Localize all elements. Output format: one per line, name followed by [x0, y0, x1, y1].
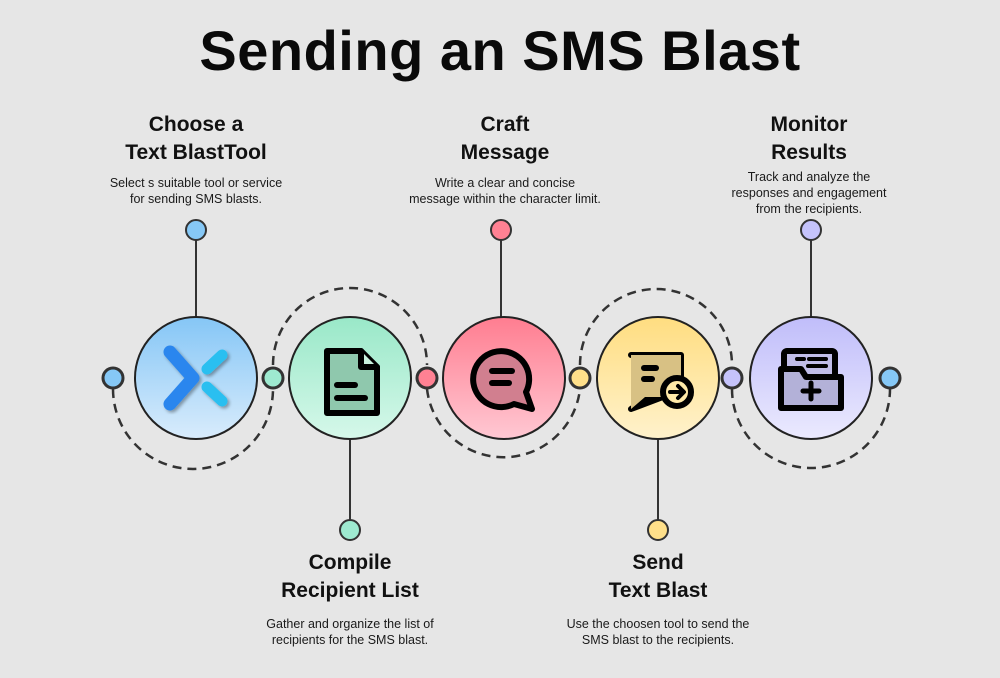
chat-bubble-icon	[470, 348, 535, 412]
connector-arc-3	[425, 388, 582, 459]
step-1-title-line2: Text BlastTool	[125, 141, 267, 164]
connector-dot-3	[415, 366, 439, 390]
step-2-description: Gather and organize the list of recipien…	[220, 616, 480, 648]
step-2-text: Compile Recipient List Gather and organi…	[220, 549, 480, 648]
step-5-title: Monitor Results	[679, 111, 939, 167]
step-5-description: Track and analyze the responses and enga…	[679, 169, 939, 217]
step-4-desc-line2: SMS blast to the recipients.	[581, 633, 735, 647]
step-1-desc-line1: Select s suitable tool or service	[109, 176, 283, 190]
step-5-desc-line3: from the recipients.	[755, 202, 863, 216]
step-3-title-line2: Message	[460, 141, 550, 164]
step-3-title-line1: Craft	[480, 113, 530, 136]
step-1-desc-line2: for sending SMS blasts.	[129, 192, 262, 206]
connector-arc-4	[578, 287, 734, 366]
connector-dot-start	[101, 366, 125, 390]
step-5-text: Monitor Results Track and analyze the re…	[679, 111, 939, 217]
step-1-description: Select s suitable tool or service for se…	[66, 175, 326, 207]
step-4-description: Use the choosen tool to send the SMS bla…	[528, 616, 788, 648]
step-5-title-line2: Results	[771, 141, 847, 164]
leader-dot-2	[339, 519, 361, 541]
step-5-desc-line2: responses and engagement	[731, 186, 887, 200]
step-2-title-line1: Compile	[308, 551, 392, 574]
connector-arc-1	[111, 388, 275, 471]
page-title: Sending an SMS Blast	[199, 19, 801, 82]
step-4-title: Send Text Blast	[528, 549, 788, 605]
step-4-title-line2: Text Blast	[608, 579, 708, 602]
send-message-icon	[628, 352, 694, 412]
step-2-title: Compile Recipient List	[220, 549, 480, 605]
step-3-title: Craft Message	[375, 111, 635, 167]
step-2-title-line2: Recipient List	[281, 579, 419, 602]
connector-dot-2	[261, 366, 285, 390]
connector-dot-4	[568, 366, 592, 390]
document-icon	[324, 348, 380, 416]
step-1-text: Choose a Text BlastTool Select s suitabl…	[66, 111, 326, 207]
step-4-desc-line1: Use the choosen tool to send the	[566, 617, 750, 631]
step-2-desc-line1: Gather and organize the list of	[266, 617, 434, 631]
step-5-desc-line1: Track and analyze the	[747, 170, 871, 184]
step-5-title-line1: Monitor	[770, 113, 848, 136]
step-3-text: Craft Message Write a clear and concise …	[375, 111, 635, 207]
step-4-title-line1: Send	[632, 551, 684, 574]
connector-arc-5	[730, 388, 892, 470]
step-1-title-line1: Choose a	[148, 113, 244, 136]
connector-dot-5	[720, 366, 744, 390]
connector-dot-end	[878, 366, 902, 390]
leader-dot-1	[185, 219, 207, 241]
step-2-desc-line2: recipients for the SMS blast.	[271, 633, 429, 647]
connector-arc-2	[271, 286, 429, 366]
leader-dot-5	[800, 219, 822, 241]
folder-add-icon	[778, 348, 844, 411]
step-3-desc-line2: message within the character limit.	[409, 192, 601, 206]
leader-dot-4	[647, 519, 669, 541]
blast-tool-logo-icon	[163, 345, 228, 411]
step-4-text: Send Text Blast Use the choosen tool to …	[528, 549, 788, 648]
step-3-description: Write a clear and concise message within…	[375, 175, 635, 207]
leader-dot-3	[490, 219, 512, 241]
step-3-desc-line1: Write a clear and concise	[434, 176, 576, 190]
step-1-title: Choose a Text BlastTool	[66, 111, 326, 167]
